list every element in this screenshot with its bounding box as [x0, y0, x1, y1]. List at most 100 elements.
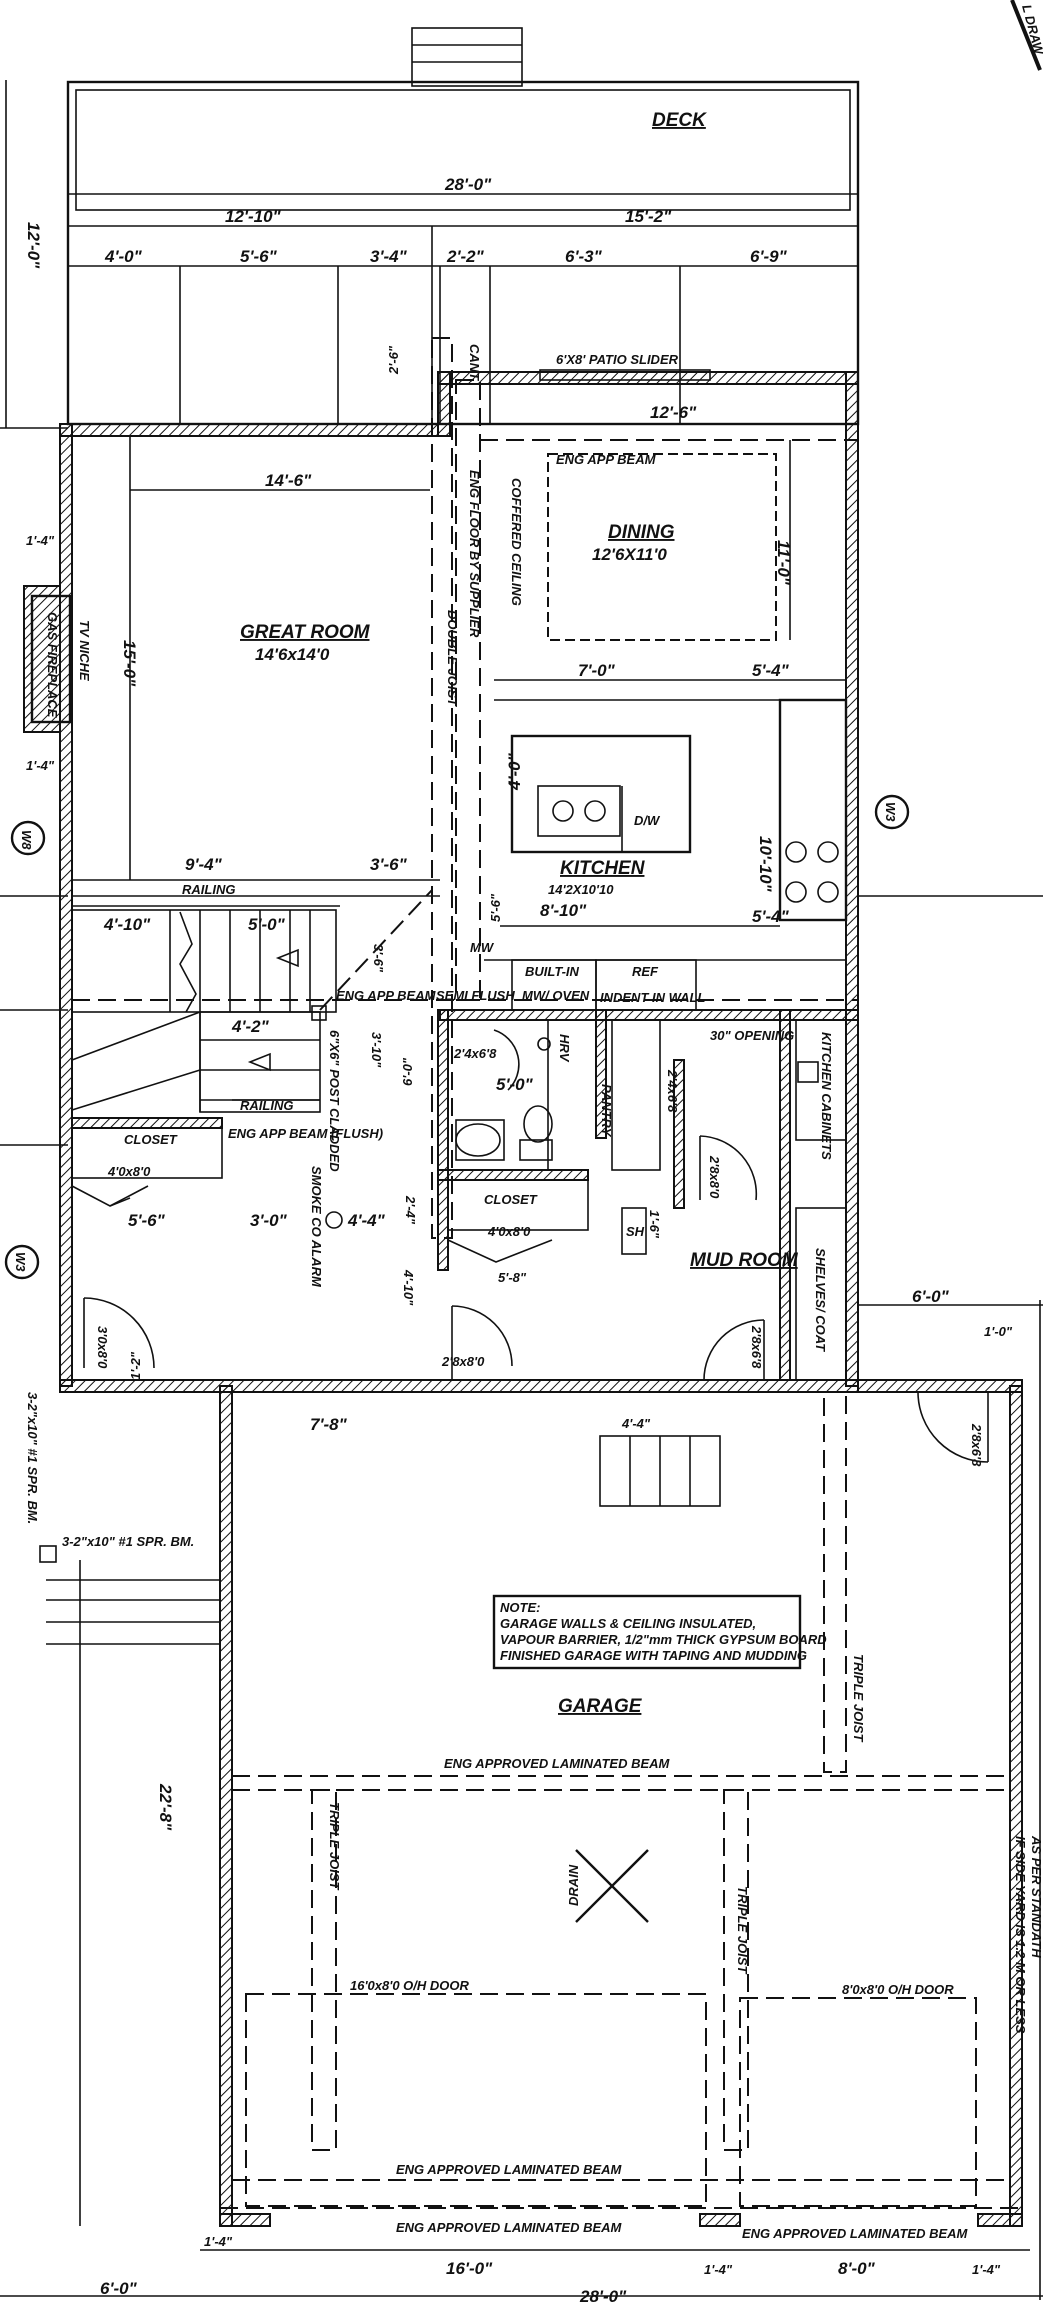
bottom-dimensions: 1'-4" 16'-0" 1'-4" 8'-0" 1'-4" 6'-0" 28'… — [0, 2234, 1043, 2304]
railing-top-label: RAILING — [182, 882, 235, 897]
bottom-dim-c: 1'-4" — [704, 2262, 733, 2277]
built-in-label: BUILT-IN — [525, 964, 580, 979]
kitchen-d-8-10: 8'-10" — [540, 901, 587, 920]
entry-door-label: 3'0x8'0 — [95, 1326, 110, 1369]
patio-slider-label: 6'X8' PATIO SLIDER — [556, 352, 679, 367]
closet-2-d-2-4: 2'-4" — [403, 1195, 418, 1225]
hrv-label: HRV — [557, 1034, 572, 1063]
garage-name: GARAGE — [558, 1696, 643, 1717]
mud-room-name: MUD ROOM — [690, 1250, 799, 1271]
note-line-3: VAPOUR BARRIER, 1/2"mm THICK GYPSUM BOAR… — [500, 1632, 827, 1647]
bath-d-5-0: 5'-0" — [496, 1075, 534, 1094]
great-room-depth: 15'-0" — [120, 640, 139, 687]
mw-oven-label: MW/ OVEN — [522, 988, 590, 1003]
w3-a-label: W3 — [13, 1252, 28, 1272]
eng-app-beam-flush-label: ENG APP BEAM (FLUSH) — [228, 1126, 383, 1141]
left-beams: 3-2"x10" #1 SPR. BM. 3-2"x10" #1 SPR. BM… — [25, 1392, 220, 2226]
window-tag-w3-left: W3 — [4, 1244, 40, 1280]
kitchen-size: 14'2X10'10 — [548, 882, 614, 897]
semi-flush-label: SEMI FLUSH — [436, 988, 515, 1003]
dining-depth: 11'-0" — [774, 540, 793, 586]
dim-1-4-top: 1'-4" — [26, 533, 55, 548]
dim-d2: 5'-6" — [240, 247, 278, 266]
note-line-1: NOTE: — [500, 1600, 540, 1615]
stairs: RAILING 9'-4" 3'-6" 4'-10" 5'-0" 4'-2" 3… — [71, 855, 515, 1172]
dim-1-4-bottom: 1'-4" — [26, 758, 55, 773]
dim-4-4b: 4'-4" — [621, 1416, 651, 1431]
dim-2-6: 2'-6" — [386, 345, 401, 375]
stair-d-4-10: 4'-10" — [103, 915, 151, 934]
powder-room: 2'4x6'8 5'-0" 6'-0" HRV PANTRY 2'4x6'8 — [400, 1019, 685, 1209]
dim-6-0-right: 6'-0" — [912, 1287, 950, 1306]
eng-lam-beam-1-label: ENG APPROVED LAMINATED BEAM — [444, 1756, 671, 1771]
mud-door-label: 2'8x8'0 — [707, 1155, 722, 1199]
garage-walls: 2'8x6'8 — [219, 1379, 1023, 2227]
closet-2-door: 4'0x8'0 — [487, 1224, 531, 1239]
kitchen-name: KITCHEN — [560, 858, 646, 879]
thirty-opening-label: 30" OPENING — [710, 1028, 794, 1043]
deck: DECK 28'-0" 12'-10" 15'-2" 4'-0" 5'-6" 3… — [5, 27, 860, 428]
eng-app-beam-top-label: ENG APP BEAM — [556, 452, 657, 467]
stair-d-3-6: 3'-6" — [370, 855, 408, 874]
stair-d-3-10: 3'-10" — [369, 1032, 384, 1068]
garage-interior: 7'-8" 4'-4" TRIPLE JOIST NOTE: GARAGE WA… — [220, 1391, 1022, 2241]
dim-1-0-right: 1'-0" — [984, 1324, 1013, 1339]
closet-d-5-6: 5'-6" — [128, 1211, 166, 1230]
front-closet: CLOSET 4'0x8'0 5'-6" ENG APP BEAM (FLUSH… — [71, 1117, 386, 1288]
hall-d-4-4: 4'-4" — [347, 1211, 386, 1230]
ohdoor-small-label: 8'0x8'0 O/H DOOR — [842, 1982, 954, 1997]
dim-total-top: 28'-0" — [444, 175, 492, 194]
front-entry: 3'0x8'0 1'-2" 2'8x8'0 — [83, 1297, 513, 1380]
dining-room: 12'-6" ENG APP BEAM DINING 12'6X11'0 11'… — [539, 352, 793, 641]
closet-1-label: CLOSET — [124, 1132, 178, 1147]
sh-label: SH — [626, 1224, 645, 1239]
dining-width: 12'-6" — [650, 403, 697, 422]
hall-d-4-10: 4'-10" — [401, 1269, 416, 1306]
garage-depth-dim: 22'-8" — [156, 1783, 175, 1831]
cant-label: CANT. — [467, 344, 482, 383]
side-note-2: IF SIDE YARD IS 1.2 M OR LESS — [1013, 1836, 1028, 2034]
mud-closet: CLOSET 4'0x8'0 5'-8" 2'-4" 4'-10" SH 1'-… — [401, 1169, 662, 1306]
triple-joist-a-label: TRIPLE JOIST — [851, 1654, 866, 1742]
bottom-dim-d: 8'-0" — [838, 2259, 876, 2278]
stair-d-4-2: 4'-2" — [231, 1017, 270, 1036]
deck-label: DECK — [652, 110, 707, 131]
dim-right-top: 15'-2" — [625, 207, 672, 226]
sh-d-1-6: 1'-6" — [647, 1210, 662, 1239]
kitchen: D/W 7'-0" 5'-4" 4'-0" 10'-10" KITCHEN 14… — [470, 661, 848, 1011]
note-line-4: FINISHED GARAGE WITH TAPING AND MUDDING — [500, 1648, 807, 1663]
w3-b-label: W3 — [883, 802, 898, 822]
fireplace: GAS FIREPLACE TV NICHE 1'-4" 1'-4" — [26, 533, 92, 773]
fireplace-label: GAS FIREPLACE — [45, 612, 60, 718]
great-room: 14'-6" GREAT ROOM 14'6x14'0 15'-0" 2'-6"… — [72, 344, 482, 897]
post-label: 6"X6" POST CLADDED — [327, 1030, 342, 1172]
beam-2-label: 3-2"x10" #1 SPR. BM. — [62, 1534, 194, 1549]
corner-rule — [1010, 0, 1042, 71]
bath-door-label: 2'4x6'8 — [453, 1046, 497, 1061]
kitchen-d-4-0: 4'-0" — [505, 752, 524, 791]
shelves-coat-label: SHELVES/ COAT — [813, 1248, 828, 1352]
garage-entry-door-label: 2'8x6'8 — [969, 1423, 984, 1467]
dim-deck-depth: 12'-0" — [24, 222, 43, 269]
dining-size: 12'6X11'0 — [592, 545, 667, 564]
kitchen-d-5-4b: 5'-4" — [752, 907, 790, 926]
ref-label: REF — [632, 964, 659, 979]
eng-app-beam-label: ENG APP BEAM — [336, 988, 437, 1003]
window-tag-w8: W8 — [10, 820, 46, 856]
eng-lam-beam-2-label: ENG APPROVED LAMINATED BEAM — [396, 2162, 623, 2177]
window-tag-w3-right: W3 — [874, 794, 910, 830]
dim-1-2: 1'-2" — [128, 1351, 143, 1380]
kitchen-d-5-4a: 5'-4" — [752, 661, 790, 680]
bath-d-6-0: 6'-0" — [400, 1057, 415, 1086]
kitchen-cabinets-label: KITCHEN CABINETS — [819, 1032, 834, 1160]
kitchen-d-5-6: 5'-6" — [488, 893, 503, 922]
dim-d6: 6'-9" — [750, 247, 788, 266]
railing-bottom-label: RAILING — [240, 1098, 293, 1113]
mud-entry-door-label: 2'8x6'8 — [749, 1325, 764, 1369]
indent-in-wall-label: INDENT IN WALL — [600, 990, 705, 1005]
w8-label: W8 — [19, 830, 34, 850]
double-joist-label: DOUBLE JOIST — [445, 610, 460, 707]
bottom-dim-e: 1'-4" — [972, 2262, 1001, 2277]
note-line-2: GARAGE WALLS & CEILING INSULATED, — [500, 1616, 756, 1631]
closet-2-label: CLOSET — [484, 1192, 538, 1207]
